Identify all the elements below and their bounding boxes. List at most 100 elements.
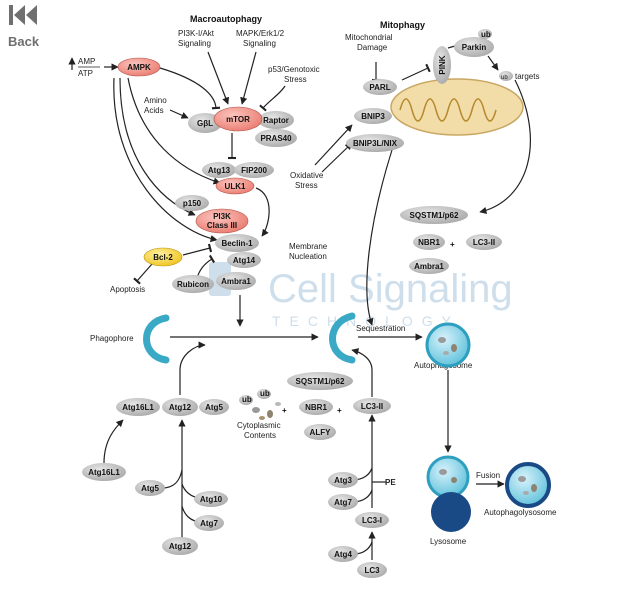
svg-text:Atg14: Atg14 [233, 256, 256, 265]
node-nbr1-top[interactable]: NBR1 [413, 234, 445, 250]
mapk-label-line2: Signaling [243, 39, 276, 48]
node-ambra1[interactable]: Ambra1 [216, 272, 256, 290]
node-atg10[interactable]: Atg10 [194, 491, 228, 507]
svg-text:AMPK: AMPK [127, 63, 151, 72]
cytoplasmic-cargo: ub ub [239, 389, 281, 420]
amino-acids-line2: Acids [144, 106, 164, 115]
node-ambra1-right[interactable]: Ambra1 [409, 258, 449, 274]
node-atg4[interactable]: Atg4 [328, 546, 358, 562]
svg-text:p150: p150 [183, 199, 202, 208]
node-beclin1[interactable]: Beclin-1 [215, 234, 259, 252]
node-p150[interactable]: p150 [175, 195, 209, 211]
node-atg12[interactable]: Atg12 [162, 398, 198, 416]
ub-targets: ub targets [499, 71, 539, 81]
node-parl[interactable]: PARL [363, 79, 397, 95]
node-lc3[interactable]: LC3 [357, 562, 387, 578]
back-button[interactable]: Back [4, 2, 44, 49]
svg-text:LC3-II: LC3-II [473, 238, 495, 247]
node-pras40[interactable]: PRAS40 [255, 129, 297, 147]
back-icon [9, 5, 37, 25]
svg-text:Beclin-1: Beclin-1 [221, 239, 253, 248]
node-lc3i[interactable]: LC3-I [355, 512, 389, 528]
svg-text:Class III: Class III [207, 221, 237, 230]
node-atg12-low[interactable]: Atg12 [162, 537, 198, 555]
svg-text:LC3-I: LC3-I [362, 516, 382, 525]
amp-label: AMP [78, 57, 95, 66]
node-nbr1-mid[interactable]: NBR1 [299, 399, 333, 415]
node-atg14[interactable]: Atg14 [227, 252, 261, 268]
svg-text:PINK: PINK [438, 55, 447, 74]
oxidative-stress-line1: Oxidative [290, 171, 324, 180]
ub-targets-label: targets [515, 72, 539, 81]
svg-text:NBR1: NBR1 [305, 403, 327, 412]
svg-text:Atg12: Atg12 [169, 403, 192, 412]
pe-label: PE [385, 478, 396, 487]
membrane-nucleation-line2: Nucleation [289, 252, 327, 261]
node-bnip3l-nix[interactable]: BNIP3L/NIX [346, 134, 404, 152]
node-atg7-low[interactable]: Atg7 [194, 515, 224, 531]
svg-text:Atg16L1: Atg16L1 [122, 403, 154, 412]
node-raptor[interactable]: Raptor [258, 111, 294, 129]
p53-label-line2: Stress [284, 75, 307, 84]
svg-text:ALFY: ALFY [310, 428, 332, 437]
node-lc3ii-top[interactable]: LC3-II [466, 234, 502, 250]
node-ampk[interactable]: AMPK [117, 57, 161, 77]
svg-text:GβL: GβL [197, 119, 213, 128]
apoptosis-label: Apoptosis [110, 285, 145, 294]
autophagolysosome-label: Autophagolysosome [484, 508, 557, 517]
svg-text:Raptor: Raptor [263, 116, 289, 125]
mitochondrion [390, 78, 524, 136]
node-ulk1[interactable]: ULK1 [215, 177, 255, 195]
watermark-title: Cell Signaling [268, 267, 513, 311]
node-parkin[interactable]: Parkin [454, 37, 494, 57]
node-atg5[interactable]: Atg5 [199, 399, 229, 415]
node-atg13[interactable]: Atg13 [202, 162, 236, 178]
svg-text:Rubicon: Rubicon [177, 280, 209, 289]
node-pink[interactable]: PINK [433, 46, 451, 84]
node-atg3[interactable]: Atg3 [328, 472, 358, 488]
pi3k-akt-label-line1: PI3K-I/Akt [178, 29, 215, 38]
svg-text:ub: ub [242, 395, 252, 404]
node-atg16l1-low[interactable]: Atg16L1 [82, 463, 126, 481]
node-rubicon[interactable]: Rubicon [172, 275, 214, 293]
pathway-labels: AMP ATP PI3K-I/Akt Signaling MAPK/Erk1/2… [78, 29, 557, 546]
fusion-label: Fusion [476, 471, 500, 480]
svg-text:Atg5: Atg5 [141, 484, 159, 493]
mito-damage-line2: Damage [357, 43, 388, 52]
node-gbl[interactable]: GβL [188, 113, 222, 133]
svg-text:Atg7: Atg7 [334, 498, 352, 507]
svg-text:FIP200: FIP200 [241, 166, 267, 175]
node-sqstm1-top[interactable]: SQSTM1/p62 [400, 206, 468, 224]
svg-text:Atg7: Atg7 [200, 519, 218, 528]
node-sqstm1-mid[interactable]: SQSTM1/p62 [287, 372, 353, 390]
svg-text:Ambra1: Ambra1 [221, 277, 251, 286]
lysosome-fusion [426, 455, 471, 532]
heading-mitophagy: Mitophagy [380, 20, 425, 30]
lysosome-label: Lysosome [430, 537, 467, 546]
svg-text:LC3: LC3 [364, 566, 380, 575]
svg-text:Atg16L1: Atg16L1 [88, 468, 120, 477]
pi3k-akt-label-line2: Signaling [178, 39, 211, 48]
mito-damage-line1: Mitochondrial [345, 33, 393, 42]
node-atg5-low[interactable]: Atg5 [135, 480, 165, 496]
node-atg16l1[interactable]: Atg16L1 [116, 398, 160, 416]
node-lc3ii-mid[interactable]: LC3-II [353, 398, 391, 414]
node-atg7-right[interactable]: Atg7 [328, 494, 358, 510]
svg-text:BNIP3: BNIP3 [361, 112, 385, 121]
node-mtor[interactable]: mTOR [213, 106, 263, 132]
svg-text:Atg10: Atg10 [200, 495, 223, 504]
lysosome-vesicle [431, 492, 471, 532]
svg-text:PRAS40: PRAS40 [260, 134, 292, 143]
pathway-nodes: AMPK GβL Raptor PRAS40 mTOR Atg13 FIP200… [82, 29, 502, 578]
svg-text:BNIP3L/NIX: BNIP3L/NIX [353, 139, 398, 148]
node-alfy[interactable]: ALFY [304, 424, 336, 440]
atp-label: ATP [78, 69, 93, 78]
svg-text:ub: ub [260, 389, 270, 398]
svg-text:PI3K: PI3K [213, 212, 231, 221]
node-bnip3[interactable]: BNIP3 [354, 108, 392, 124]
plus-sign-mid-2: + [337, 406, 342, 415]
node-fip200[interactable]: FIP200 [234, 162, 274, 178]
oxidative-stress-line2: Stress [295, 181, 318, 190]
node-bcl2[interactable]: Bcl-2 [143, 247, 183, 267]
